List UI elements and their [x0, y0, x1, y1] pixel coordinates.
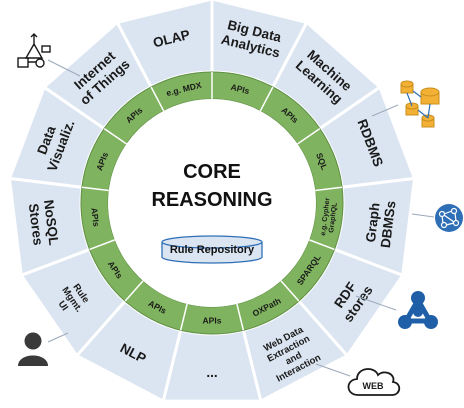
segment-label-line: Stores: [26, 203, 46, 247]
ring-divider: [89, 239, 116, 251]
interface-label-apis: APIs: [230, 82, 251, 96]
ring-divider: [124, 280, 144, 302]
core-disc: [108, 99, 316, 307]
ring-divider: [259, 86, 274, 112]
segment-label-line: NoSQL: [41, 199, 61, 246]
icon-connectors: [47, 59, 435, 377]
segment-label-line: DBMSs: [378, 200, 399, 249]
segment-label-ellipsis: ...: [206, 365, 217, 380]
ring-divider: [150, 86, 165, 112]
ring-divider: [103, 127, 127, 145]
segment-label-line: Graph: [363, 202, 383, 243]
interface-label-apis: APIs: [203, 315, 222, 325]
interface-label-line: GraphQL: [328, 202, 339, 234]
segment-label-line: ...: [206, 365, 217, 380]
core-title-line1: CORE: [183, 161, 241, 183]
database-icon: [400, 80, 440, 128]
rdf-network-icon: [398, 291, 438, 329]
rule-repository-label: Rule Repository: [170, 244, 255, 256]
interface-label-line: APIs: [203, 315, 222, 325]
interface-label-apis: APIs: [89, 207, 101, 227]
iot-icon: [17, 33, 51, 68]
web-cloud-icon: WEB: [347, 368, 401, 396]
ring-divider: [315, 186, 343, 192]
interface-label-line: APIs: [89, 207, 101, 227]
web-badge-label: WEB: [363, 381, 384, 391]
ring-divider: [308, 239, 335, 251]
interface-label-line: APIs: [230, 82, 251, 96]
ring-divider: [297, 127, 321, 145]
core-circle: CORE REASONING Rule Repository: [108, 99, 316, 307]
ring-divider: [81, 186, 109, 192]
ring-divider: [280, 280, 300, 302]
ring-divider: [179, 303, 188, 331]
user-icon: [18, 332, 48, 366]
graph-icon: [435, 204, 463, 232]
core-title-line2: REASONING: [151, 189, 272, 211]
rule-repository: Rule Repository: [161, 235, 263, 264]
interface-label-line: e.g. Cypher: [320, 197, 332, 236]
ring-divider: [236, 303, 245, 331]
